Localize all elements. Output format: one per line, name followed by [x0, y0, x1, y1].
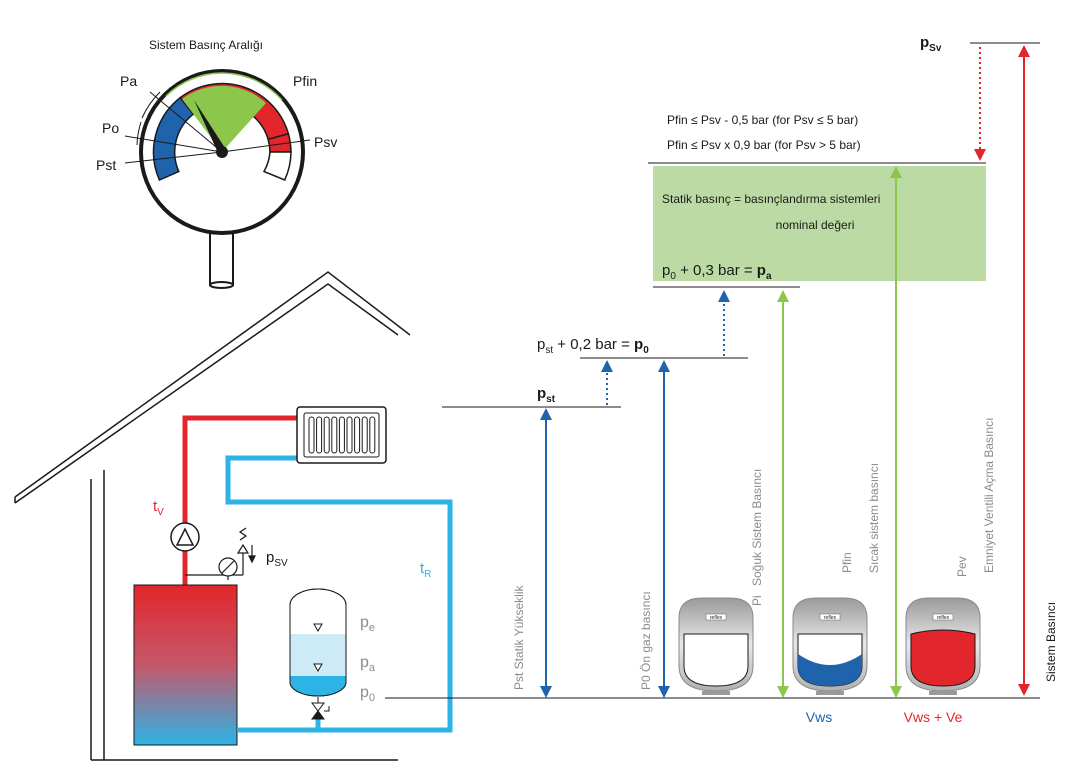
gauge-stem-end — [209, 281, 234, 289]
formula-pa: p0 + 0,3 bar = pa — [662, 262, 772, 282]
radiator-fin — [361, 416, 368, 454]
static-text-line1: Statik basınç = basınçlandırma sistemler… — [662, 192, 880, 206]
vlabel-pev-2: Emniyet Ventili Açma Basıncı — [982, 418, 996, 573]
gauge-arc-pa — [141, 91, 161, 119]
radiator-fin — [316, 416, 323, 454]
label-tr: tR — [420, 560, 431, 580]
gauge-arc-p0 — [136, 121, 142, 146]
tank-partial: reflex — [792, 597, 868, 695]
gauge-label-psv: Psv — [314, 134, 337, 150]
gauge-title: Sistem Basınç Aralığı — [149, 38, 263, 52]
gauge-white-zone — [262, 151, 292, 181]
house-expansion-vessel — [289, 588, 347, 720]
gauge-label-pa: Pa — [120, 73, 137, 89]
radiator-fin — [338, 416, 345, 454]
static-text-line2: nominal değeri — [776, 218, 855, 232]
tank-brand: reflex — [824, 615, 837, 621]
radiator — [296, 406, 387, 464]
label-tv: tV — [153, 498, 164, 518]
house-outline — [14, 271, 411, 761]
label-pst-level: pst — [537, 385, 556, 405]
pfin-rule-1: Pfin ≤ Psv - 0,5 bar (for Psv ≤ 5 bar) — [667, 113, 858, 127]
vlabel-p0: P0 Ön gaz basıncı — [639, 591, 653, 690]
label-psv-valve: pSV — [266, 549, 288, 569]
gauge-arc-psv — [296, 121, 302, 144]
tank-cold: reflex — [678, 597, 754, 695]
pressure-arrows — [540, 45, 1030, 698]
gauge-line-pa — [149, 91, 223, 153]
label-vessel-pe: pe — [360, 614, 375, 634]
label-vessel-p0: p0 — [360, 684, 375, 704]
label-vws-ve: Vws + Ve — [904, 709, 963, 725]
gauge-range-arc — [165, 72, 283, 101]
pressure-gauge: Sistem Basınç Aralığı Pa Pfin Po Psv — [96, 38, 337, 289]
vlabel-pi-2: Soğuk Sistem Basıncı — [750, 469, 764, 586]
gauge-label-pst: Pst — [96, 157, 116, 173]
tank-full: reflex — [905, 597, 981, 695]
radiator-fin — [308, 416, 315, 454]
static-pressure-zone — [653, 166, 986, 281]
formula-p0: pst + 0,2 bar = p0 — [537, 336, 649, 356]
gauge-line-p0 — [124, 135, 223, 153]
vlabel-pfin-1: Pfin — [840, 552, 854, 573]
boiler — [133, 584, 238, 746]
tank-brand: reflex — [710, 615, 723, 621]
gauge-green-sector — [182, 85, 266, 152]
radiator-fin — [369, 416, 376, 454]
vlabel-pst: Pst Statik Yükseklik — [512, 585, 526, 690]
vlabel-pi-1: Pi — [750, 595, 764, 606]
pfin-rule-2: Pfin ≤ Psv x 0,9 bar (for Psv > 5 bar) — [667, 138, 861, 152]
vlabel-pev-1: Pev — [955, 556, 969, 577]
level-lines — [385, 42, 1040, 699]
gauge-hub — [216, 146, 228, 158]
vlabel-system: Sistem Basıncı — [1044, 602, 1058, 682]
gauge-label-pfin: Pfin — [293, 73, 317, 89]
gauge-line-psv — [221, 139, 311, 153]
gauge-needle — [194, 100, 225, 155]
vlabel-pfin-2: Sıcak sistem basıncı — [867, 463, 881, 573]
radiator-fin — [354, 416, 361, 454]
vertical-labels: Pst Statik Yükseklik P0 Ön gaz basıncı P… — [512, 418, 1058, 690]
safety-valve-group — [185, 527, 256, 580]
circulation-pump — [170, 522, 200, 552]
label-psv-level: pSv — [920, 34, 942, 54]
gauge-line-pst — [124, 151, 223, 164]
label-vws: Vws — [806, 709, 832, 725]
radiator-fin — [346, 416, 353, 454]
gauge-label-p0: Po — [102, 120, 119, 136]
label-vessel-pa: pa — [360, 654, 376, 674]
radiator-fin — [323, 416, 330, 454]
tank-brand: reflex — [937, 615, 950, 621]
radiator-fin — [331, 416, 338, 454]
